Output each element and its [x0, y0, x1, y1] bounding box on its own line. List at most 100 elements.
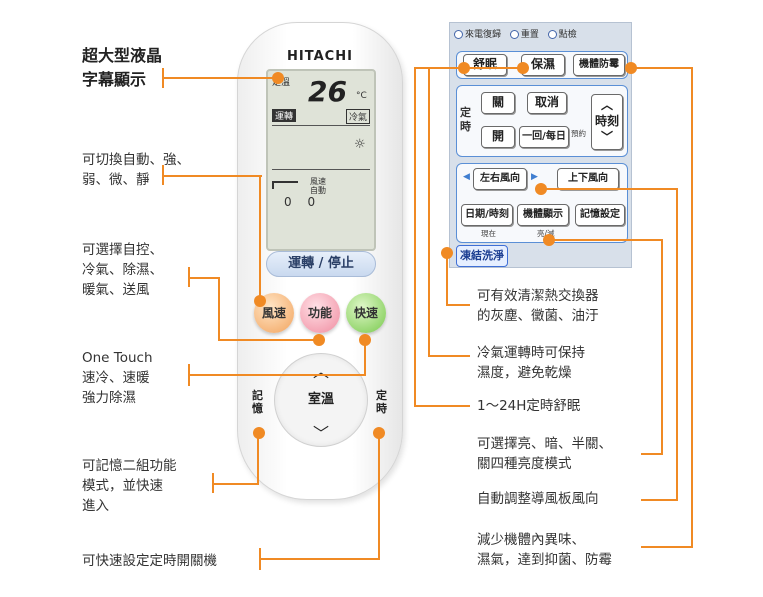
off-button[interactable]: 關 — [481, 92, 515, 114]
connector-line — [414, 67, 464, 69]
connector-line — [428, 67, 430, 357]
brand-logo: HITACHI — [287, 49, 353, 64]
triangle-left-icon: ◀ — [463, 172, 470, 182]
lcd-divider — [272, 169, 370, 170]
chevron-down-icon: ﹀ — [600, 130, 613, 144]
marker-dot — [254, 295, 266, 307]
display-button[interactable]: 機體顯示 — [517, 204, 569, 226]
connector-line — [676, 188, 678, 501]
connector-line — [446, 253, 448, 306]
connector-line — [188, 374, 366, 376]
chevron-up-icon[interactable]: ︿ — [313, 362, 330, 381]
lr-swing-button[interactable]: 左右風向 — [473, 168, 527, 190]
note-timer: 可快速設定定時開關機 — [82, 553, 217, 569]
note-lcd: 超大型液晶 字幕顯示 — [82, 46, 163, 89]
connector-line — [414, 67, 416, 407]
date-time-button[interactable]: 日期/時刻 — [461, 204, 513, 226]
triangle-right-icon: ▶ — [531, 172, 538, 182]
on-button[interactable]: 開 — [481, 126, 515, 148]
marker-dot — [313, 334, 325, 346]
connector-line — [661, 239, 663, 454]
daily-tag: 預約 — [571, 129, 586, 138]
connector-line — [218, 339, 318, 341]
fan-icon — [272, 181, 298, 189]
connector-line — [428, 67, 523, 69]
dehum-button[interactable]: 保濕 — [521, 54, 565, 76]
led-icon — [454, 30, 463, 39]
clock-time-button[interactable]: ︿ 時刻 ﹀ — [591, 94, 623, 150]
connector-line — [414, 405, 470, 407]
timer-side-label[interactable]: 定時 — [376, 389, 387, 415]
connector-line — [428, 355, 470, 357]
note-mold: 減少機體內異味、 濕氣，達到抑菌、防霉 — [477, 532, 612, 568]
connector-line — [446, 304, 470, 306]
connector-line — [691, 67, 693, 548]
once-daily-button[interactable]: 一回/每日 — [519, 126, 569, 148]
panel-section-swing: ◀ 左右風向 ▶ 上下風向 日期/時刻 機體顯示 記憶設定 現在 亮/滅 — [456, 163, 628, 243]
button-panel: 來電復歸 重置 點檢 舒眠 保濕 機體防霉 定時 關 取消 開 一回/每日 預約… — [449, 22, 632, 268]
note-func: 可選擇自控、 冷氣、除濕、 暖氣、送風 — [82, 242, 163, 298]
sun-icon: ☼ — [354, 137, 366, 152]
connector-line — [364, 340, 366, 376]
note-dehum: 冷氣運轉時可保持 濕度，避免乾燥 — [477, 345, 585, 381]
panel-section-timer: 定時 關 取消 開 一回/每日 預約 ︿ 時刻 ﹀ — [456, 85, 628, 157]
led-icon — [547, 30, 557, 39]
lcd-mode-run: 運轉 — [272, 109, 297, 122]
clock-time-label: 時刻 — [594, 114, 619, 128]
note-swing: 自動調整導風板風向 — [477, 491, 599, 507]
marker-dot — [517, 62, 529, 74]
connector-line — [641, 453, 663, 455]
now-tag: 現在 — [481, 229, 496, 238]
note-freeze: 可有效清潔熱交換器 的灰塵、黴菌、油汙 — [477, 288, 599, 324]
connector-line — [162, 77, 274, 79]
panel-topbar: 來電復歸 重置 點檢 — [454, 27, 583, 40]
connector-line — [162, 165, 164, 185]
lcd-mode-cool: 冷氣 — [345, 109, 370, 124]
note-fan: 可切換自動、強、 弱、微、靜 — [82, 152, 190, 188]
room-temp-label: 室溫 — [307, 392, 334, 407]
note-onetouch: One Touch 速冷、速暖 強力除濕 — [82, 350, 153, 406]
freeze-clean-button[interactable]: 凍結洗淨 — [456, 245, 508, 267]
lcd-digits: 0 0 — [284, 195, 322, 209]
connector-line — [259, 175, 261, 297]
connector-line — [162, 175, 262, 177]
connector-line — [188, 277, 220, 279]
lcd-divider — [272, 125, 370, 126]
note-memory: 可記憶二組功能 模式，並快速 進入 — [82, 458, 177, 514]
bright-tag: 亮/滅 — [537, 228, 555, 239]
ud-swing-button[interactable]: 上下風向 — [557, 168, 619, 190]
temp-dpad[interactable]: ︿ 室溫 ﹀ — [274, 353, 368, 447]
fast-button[interactable]: 快速 — [346, 293, 386, 333]
memory-side-label[interactable]: 記憶 — [252, 389, 263, 415]
cancel-button[interactable]: 取消 — [527, 92, 567, 114]
led-icon — [509, 30, 519, 39]
chevron-up-icon: ︿ — [600, 98, 613, 112]
memory-set-button[interactable]: 記憶設定 — [575, 204, 625, 226]
lcd-temp: 26 — [308, 75, 347, 108]
run-stop-button[interactable]: 運轉 / 停止 — [266, 251, 376, 277]
connector-line — [257, 432, 259, 485]
chevron-down-icon[interactable]: ﹀ — [313, 424, 330, 443]
connector-line — [212, 483, 259, 485]
marker-dot — [272, 72, 284, 84]
connector-line — [631, 67, 693, 69]
connector-line — [641, 546, 693, 548]
mold-button[interactable]: 機體防霉 — [573, 54, 625, 76]
marker-dot — [253, 427, 265, 439]
lcd-unit: °C — [356, 91, 367, 101]
note-sleep: 1～24H定時舒眠 — [477, 398, 581, 414]
connector-line — [641, 499, 678, 501]
connector-line — [218, 277, 220, 340]
connector-line — [549, 239, 663, 241]
connector-line — [378, 432, 380, 560]
timer-label: 定時 — [460, 106, 471, 133]
function-button[interactable]: 功能 — [300, 293, 340, 333]
marker-dot — [458, 62, 470, 74]
connector-line — [259, 558, 380, 560]
panel-section-mode: 舒眠 保濕 機體防霉 — [456, 51, 628, 79]
lcd-fan: 風速自動 — [310, 177, 326, 195]
fan-speed-button[interactable]: 風速 — [254, 293, 294, 333]
connector-line — [541, 188, 678, 190]
